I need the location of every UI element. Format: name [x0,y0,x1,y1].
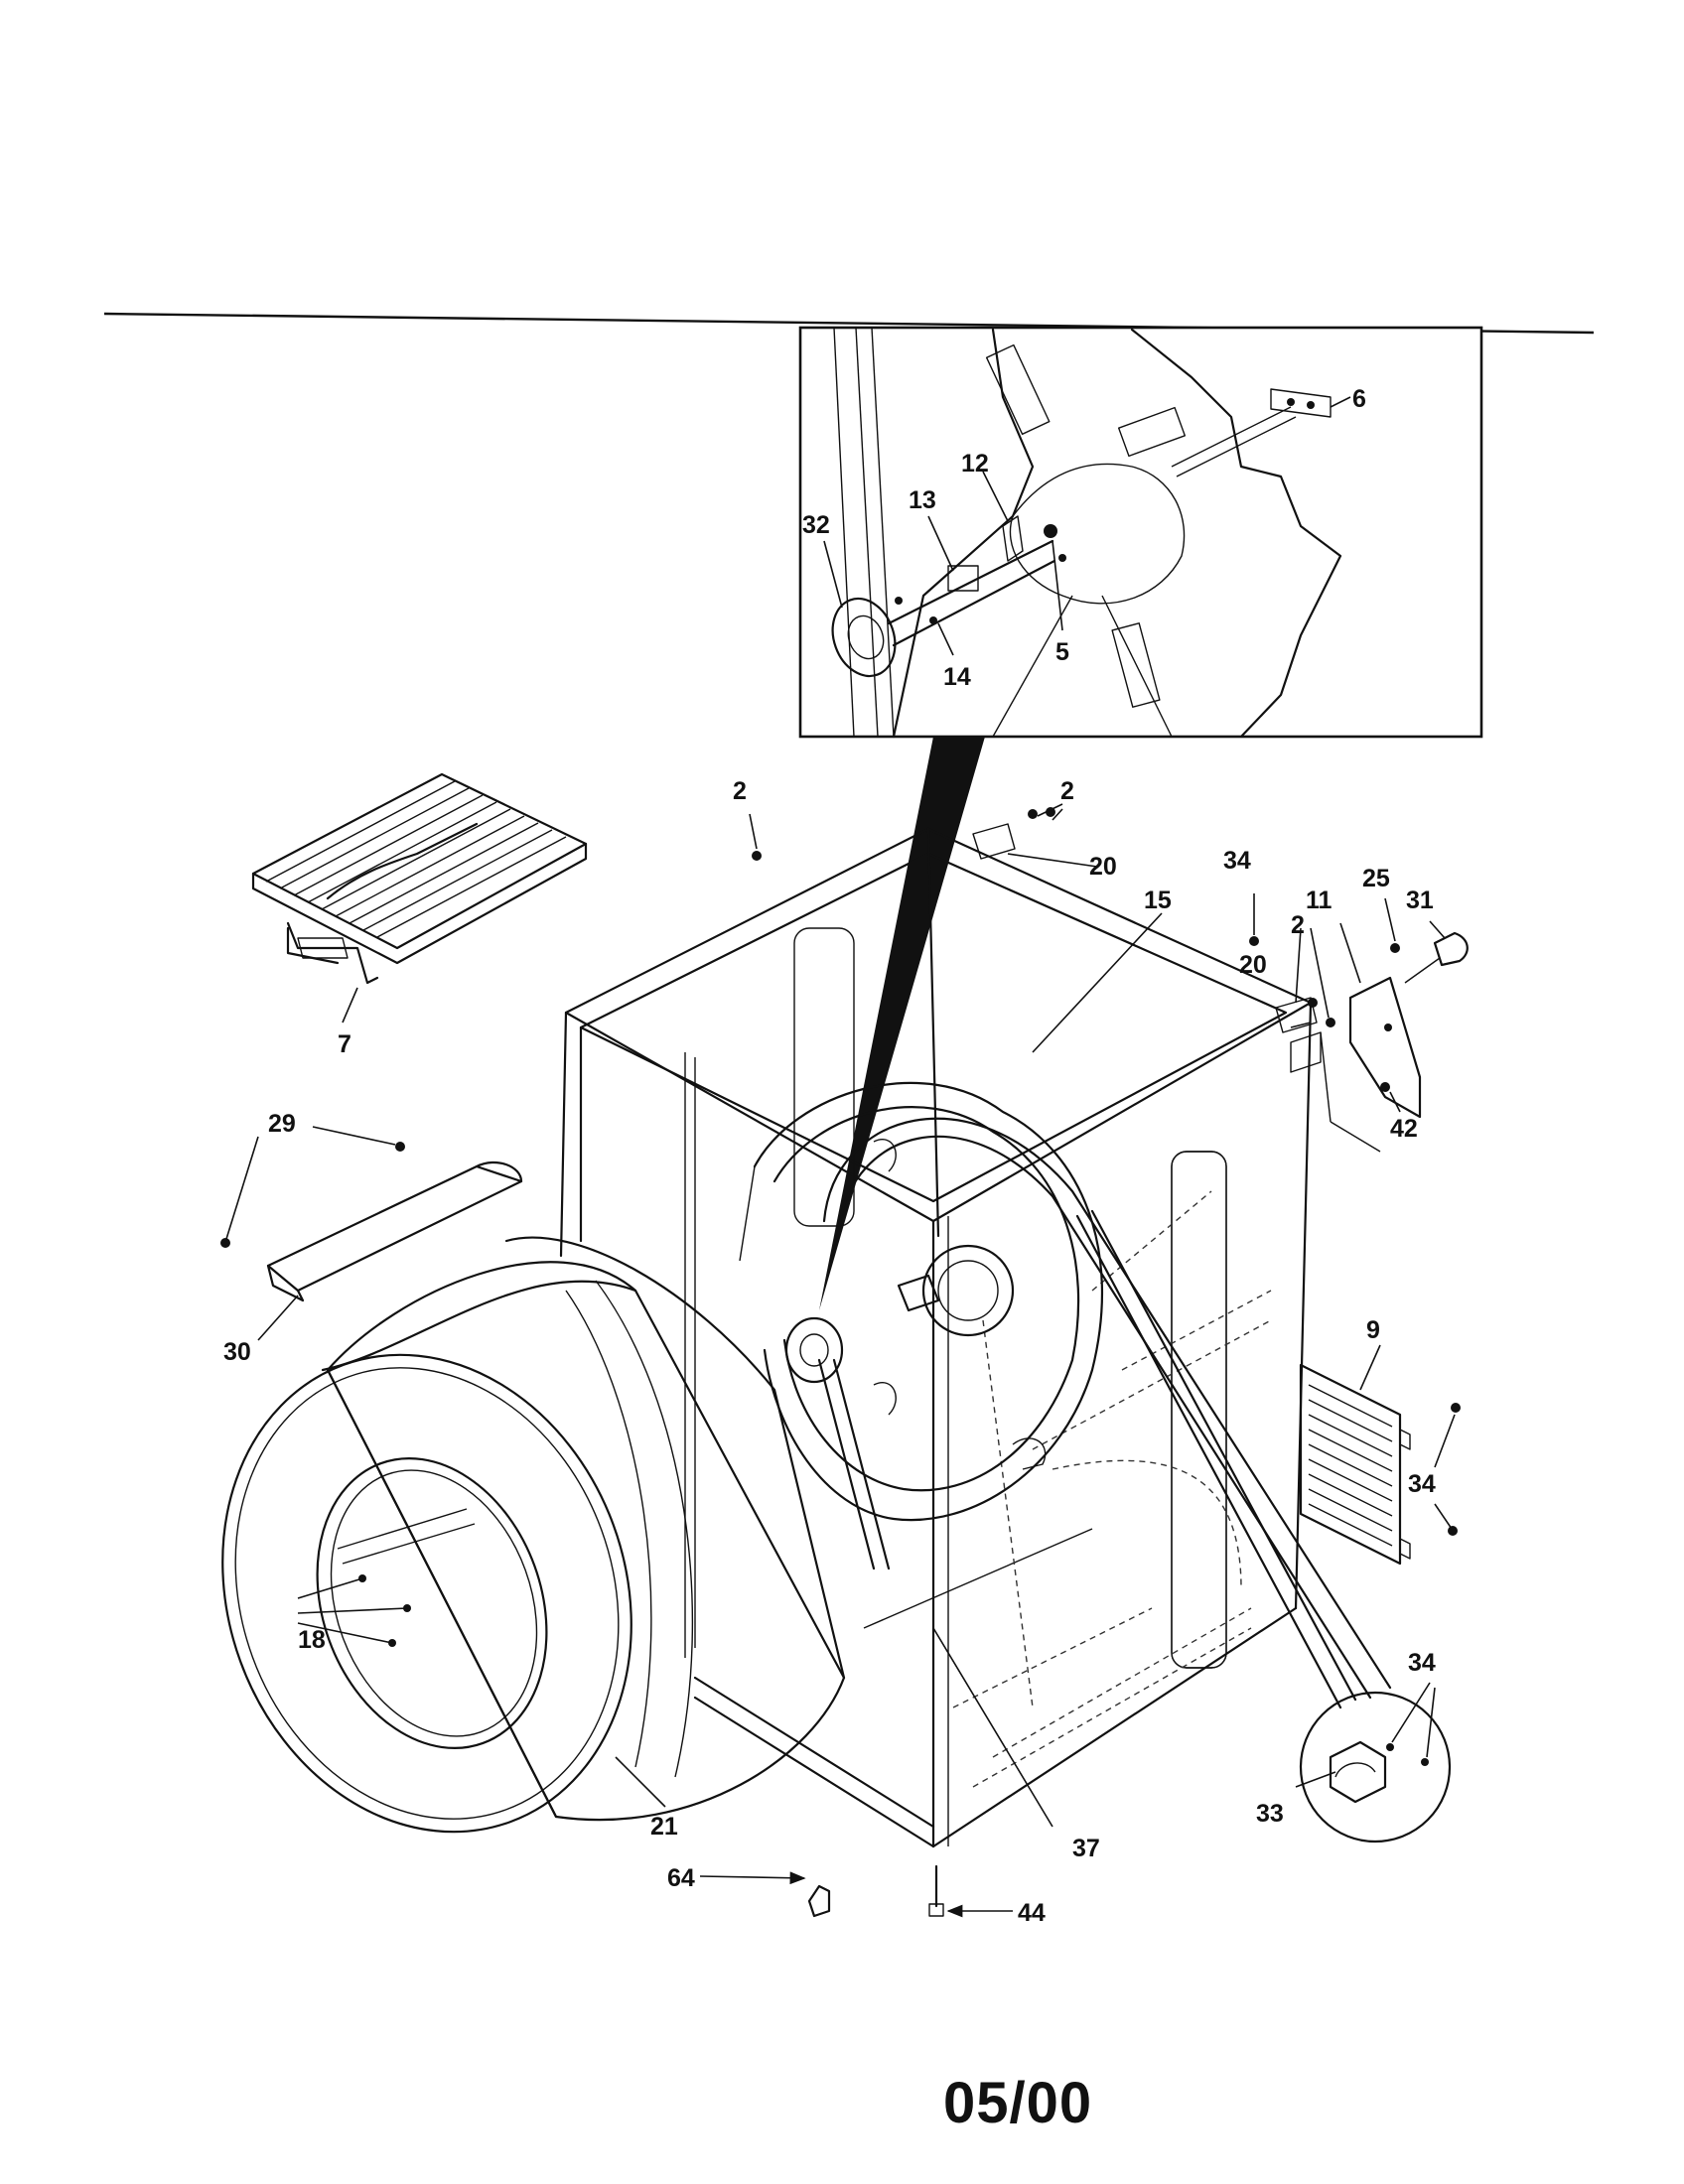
drum-21 [221,1236,846,1834]
label-part-37: 37 [1072,1835,1100,1862]
inset-detail-bearing [798,326,1483,739]
label-part-13: 13 [909,486,936,514]
label-part-9: 9 [1366,1316,1380,1344]
trim-30 [266,1161,523,1302]
label-part-2-bracket: 2 [1060,777,1074,805]
label-part-44: 44 [1018,1899,1046,1927]
label-part-34-top: 34 [1223,847,1251,875]
label-part-6: 6 [1352,385,1366,413]
label-part-42: 42 [1390,1115,1418,1143]
label-part-2-right: 2 [1291,911,1305,939]
label-part-34-grille: 34 [1408,1470,1436,1498]
label-part-33: 33 [1256,1800,1284,1828]
label-part-7: 7 [338,1030,351,1058]
connector-64 [807,1884,831,1918]
bracket-11 [1348,976,1422,1119]
inset-pointer [819,737,985,1310]
label-part-12: 12 [961,450,989,478]
revision-code: 05/00 [943,2071,1093,2135]
plug-31 [1404,931,1469,984]
label-part-2-top: 2 [733,777,747,805]
vent-grille-9 [1299,1363,1411,1566]
label-part-20-top: 20 [1089,853,1117,881]
label-part-14: 14 [943,663,971,691]
drying-rack-7 [251,772,588,985]
label-part-11: 11 [1306,887,1333,914]
motor-switch-callout [1299,1691,1452,1843]
label-part-20-right: 20 [1239,951,1267,979]
label-part-5: 5 [1055,638,1069,666]
leader-lines [225,396,1456,1918]
label-part-64: 64 [667,1864,695,1892]
label-part-29: 29 [268,1110,296,1138]
label-part-18: 18 [298,1626,326,1654]
bulkhead-15 [739,1081,1392,1700]
label-part-30: 30 [223,1338,251,1366]
label-part-31: 31 [1406,887,1434,914]
label-part-15: 15 [1144,887,1172,914]
label-part-32: 32 [802,511,830,539]
screw-markers [220,807,1461,1536]
leveling-leg-44 [928,1864,944,1917]
label-part-21: 21 [650,1813,678,1841]
label-part-25: 25 [1362,865,1390,892]
part-labels: 6 12 13 32 14 5 2 2 20 34 15 11 25 31 20… [223,385,1436,1927]
label-part-34-motor: 34 [1408,1649,1436,1677]
